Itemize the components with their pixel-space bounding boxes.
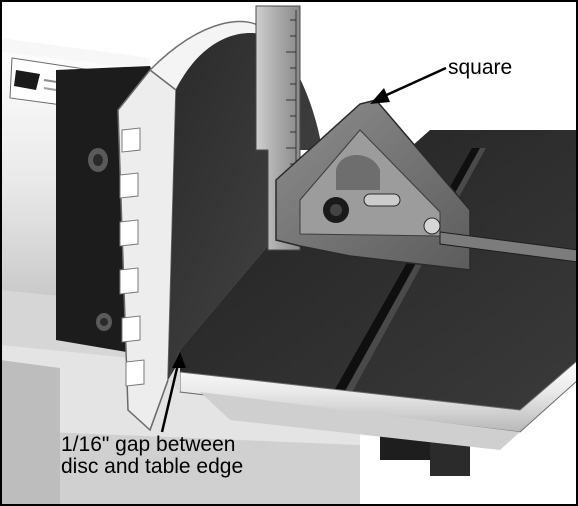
gap-label: 1/16" gap between disc and table edge bbox=[61, 434, 243, 478]
gap-label-line-2: disc and table edge bbox=[61, 455, 244, 478]
gap-label-line-1: 1/16" gap between bbox=[61, 433, 236, 456]
sander-base bbox=[0, 345, 470, 506]
square-label: square bbox=[448, 56, 513, 79]
disc-guard bbox=[117, 20, 266, 432]
combination-square bbox=[255, 5, 578, 271]
square-leader-arrow bbox=[370, 66, 447, 104]
gap-leader-arrow bbox=[160, 352, 186, 433]
